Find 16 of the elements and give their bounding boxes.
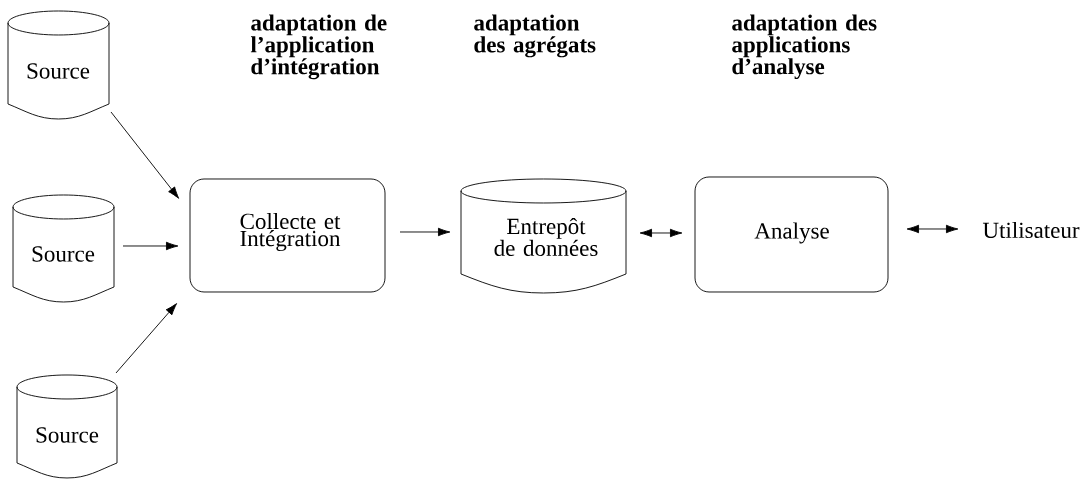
database-cylinder: Source <box>7 10 110 120</box>
database-cylinder: Entrepôt de données <box>460 178 627 294</box>
database-cylinder: Source <box>16 374 118 479</box>
arrow <box>399 227 451 237</box>
process-box: Collecte et Intégration <box>189 178 386 293</box>
arrow <box>639 228 683 238</box>
heading: adaptation des agrégats <box>474 14 596 58</box>
arrow <box>115 303 178 374</box>
arrow <box>122 241 179 251</box>
arrow <box>110 111 180 199</box>
process-box: Analyse <box>694 176 889 293</box>
database-cylinder: Source <box>12 194 115 303</box>
arrow <box>906 224 959 234</box>
heading: adaptation de l’application d’intégration <box>250 14 387 80</box>
heading: adaptation des applications d’analyse <box>732 14 877 80</box>
actor-label: Utilisateur <box>982 221 1080 239</box>
